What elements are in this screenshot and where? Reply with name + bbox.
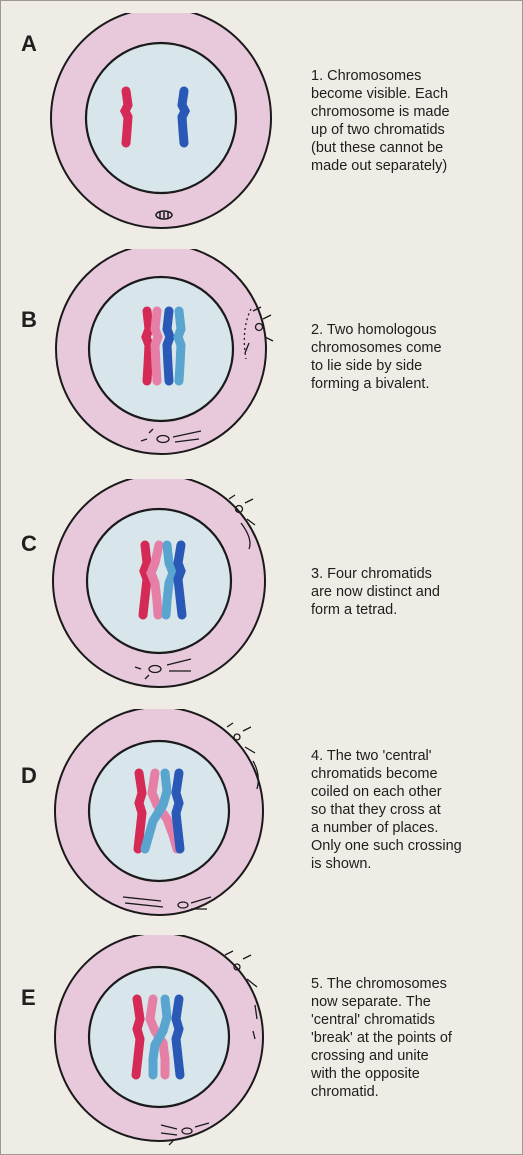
stage-caption: 3. Four chromatids are now distinct and … [311,565,521,619]
stage-a-panel: A 1. Chromosomes become visible. Each ch… [1,13,523,245]
caption-line: 3. Four chromatids [311,565,521,583]
caption-line: 5. The chromosomes [311,975,521,993]
caption-line: are now distinct and [311,583,521,601]
caption-line: to lie side by side [311,357,521,375]
chromatid-red [143,545,147,615]
chromatid-blue [176,773,180,849]
stage-c-panel: C 3. Four chromatids are now distinct an… [1,479,523,707]
caption-line: now separate. The [311,993,521,1011]
caption-line: (but these cannot be [311,139,521,157]
cell-diagram-b [41,249,281,479]
stage-caption: 4. The two 'central' chromatids become c… [311,747,521,873]
nucleus [86,43,236,193]
stage-letter: C [21,531,37,557]
stage-letter: E [21,985,36,1011]
chromatid-blue [182,91,185,143]
caption-line: crossing and unite [311,1047,521,1065]
caption-line: 2. Two homologous [311,321,521,339]
caption-line: forming a bivalent. [311,375,521,393]
caption-line: is shown. [311,855,521,873]
stage-letter: A [21,31,37,57]
caption-line: form a tetrad. [311,601,521,619]
caption-line: a number of places. [311,819,521,837]
stage-caption: 2. Two homologous chromosomes come to li… [311,321,521,393]
caption-line: up of two chromatids [311,121,521,139]
stage-letter: D [21,763,37,789]
cell-diagram-e [41,935,281,1155]
chromatid-blue-light [178,311,181,381]
stage-caption: 5. The chromosomes now separate. The 'ce… [311,975,521,1101]
stage-d-panel: D 4. The two 'central' chromatids become… [1,709,523,935]
chromatid-red [138,773,142,849]
caption-line: become visible. Each [311,85,521,103]
caption-line: 'break' at the points of [311,1029,521,1047]
caption-line: with the opposite [311,1065,521,1083]
cell-diagram-d [41,709,281,935]
chromatid-red [146,311,149,381]
caption-line: 1. Chromosomes [311,67,521,85]
chromatid-red [125,91,128,143]
caption-line: chromatid. [311,1083,521,1101]
chromatid-blue [178,545,182,615]
stage-letter: B [21,307,37,333]
stage-e-panel: E 5. The chromosomes now separate. The '… [1,935,523,1155]
caption-line: coiled on each other [311,783,521,801]
stage-caption: 1. Chromosomes become visible. Each chro… [311,67,521,175]
chromatid-red [136,999,140,1075]
stage-b-panel: B 2. Two homologous chromosomes come to … [1,249,523,479]
nucleus [89,277,233,421]
caption-line: chromosomes come [311,339,521,357]
cell-diagram-a [41,13,281,245]
caption-line: 'central' chromatids [311,1011,521,1029]
caption-line: so that they cross at [311,801,521,819]
caption-line: chromosome is made [311,103,521,121]
caption-line: made out separately) [311,157,521,175]
chromatid-blue [176,999,180,1075]
caption-line: 4. The two 'central' [311,747,521,765]
cell-diagram-c [41,479,281,707]
caption-line: Only one such crossing [311,837,521,855]
chromatid-blue [167,311,170,381]
caption-line: chromatids become [311,765,521,783]
chromatid-red-light [155,311,158,381]
